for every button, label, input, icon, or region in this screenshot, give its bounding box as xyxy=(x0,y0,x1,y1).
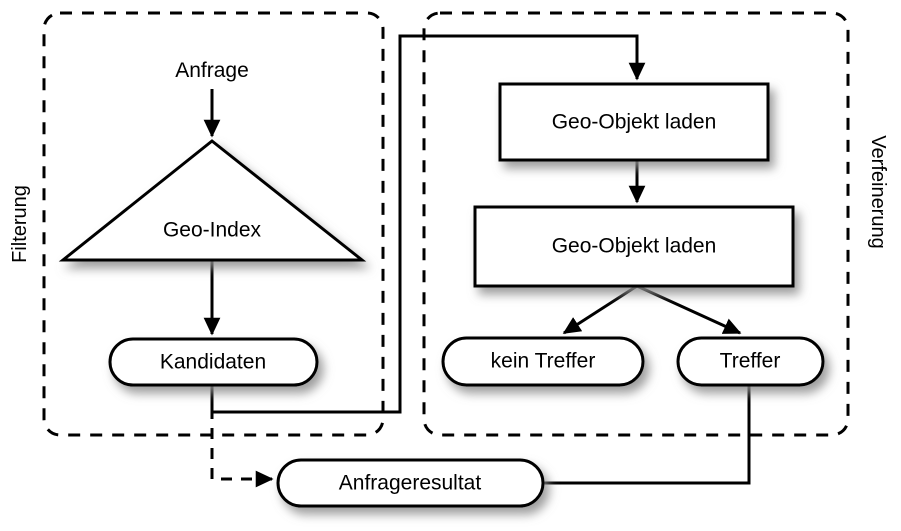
node-kein-treffer-shape xyxy=(441,336,645,387)
node-geo-objekt-laden-1[interactable]: Geo-Objekt laden xyxy=(498,82,770,162)
node-anfrageresultat-shape xyxy=(276,458,545,508)
edge-kandidaten-to-anfrageresultat xyxy=(210,388,274,488)
node-anfrageresultat-label: Anfrageresultat xyxy=(339,472,482,495)
node-kandidaten-shape xyxy=(108,337,319,387)
node-kein-treffer-label: kein Treffer xyxy=(491,350,596,373)
node-geo-index[interactable]: Geo-Index xyxy=(58,139,367,262)
edge-geo-objekt-laden-2-to-treffer xyxy=(636,284,742,335)
node-kandidaten-label: Kandidaten xyxy=(160,351,266,374)
node-treffer-label: Treffer xyxy=(720,350,781,373)
group-filterung-label: Filterung xyxy=(9,185,31,263)
group-filterung: Filterung xyxy=(9,11,385,437)
node-geo-index-label: Geo-Index xyxy=(163,219,262,242)
node-treffer-shape xyxy=(676,336,825,387)
node-anfrage[interactable]: Anfrage xyxy=(175,59,249,82)
edge-geo-objekt-laden-2-to-kein-treffer xyxy=(562,284,638,335)
node-geo-objekt-laden-2-label: Geo-Objekt laden xyxy=(552,235,717,258)
node-geo-index-shape xyxy=(58,139,367,262)
node-geo-objekt-laden-2-shape xyxy=(473,205,795,288)
node-geo-objekt-laden-1-shape xyxy=(498,82,770,162)
node-anfrage-label: Anfrage xyxy=(175,59,249,82)
node-kein-treffer[interactable]: kein Treffer xyxy=(441,336,645,387)
node-treffer[interactable]: Treffer xyxy=(676,336,825,387)
edge-treffer-to-anfrageresultat xyxy=(543,385,751,485)
node-geo-objekt-laden-1-label: Geo-Objekt laden xyxy=(552,111,717,134)
group-verfeinerung-label: Verfeinerung xyxy=(867,135,889,248)
group-verfeinerung: Verfeinerung xyxy=(422,11,889,437)
node-kandidaten[interactable]: Kandidaten xyxy=(108,337,319,387)
node-geo-objekt-laden-2[interactable]: Geo-Objekt laden xyxy=(473,205,795,288)
edge-kandidaten-to-geo-objekt-laden-1 xyxy=(210,34,646,414)
edge-layer xyxy=(203,34,751,488)
node-anfrageresultat[interactable]: Anfrageresultat xyxy=(276,458,545,508)
